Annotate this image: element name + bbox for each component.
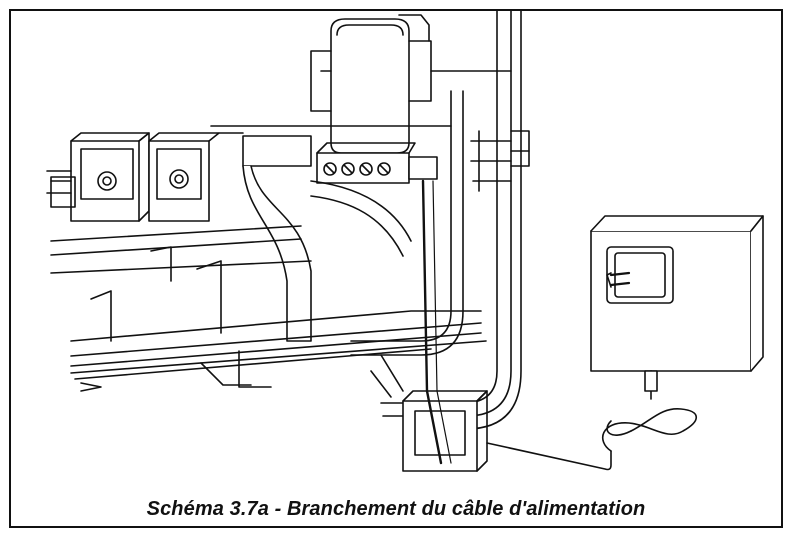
left-modules [47,133,219,221]
mounting-rail [51,126,486,391]
connector-bracket [311,15,431,153]
wiring-diagram [11,11,781,496]
ribbon-cable [243,136,411,341]
power-adapter [591,216,763,391]
figure-frame: Schéma 3.7a - Branchement du câble d'ali… [9,9,783,528]
lower-housing [371,355,487,471]
terminal-block [317,143,437,183]
figure-caption: Schéma 3.7a - Branchement du câble d'ali… [146,498,646,520]
